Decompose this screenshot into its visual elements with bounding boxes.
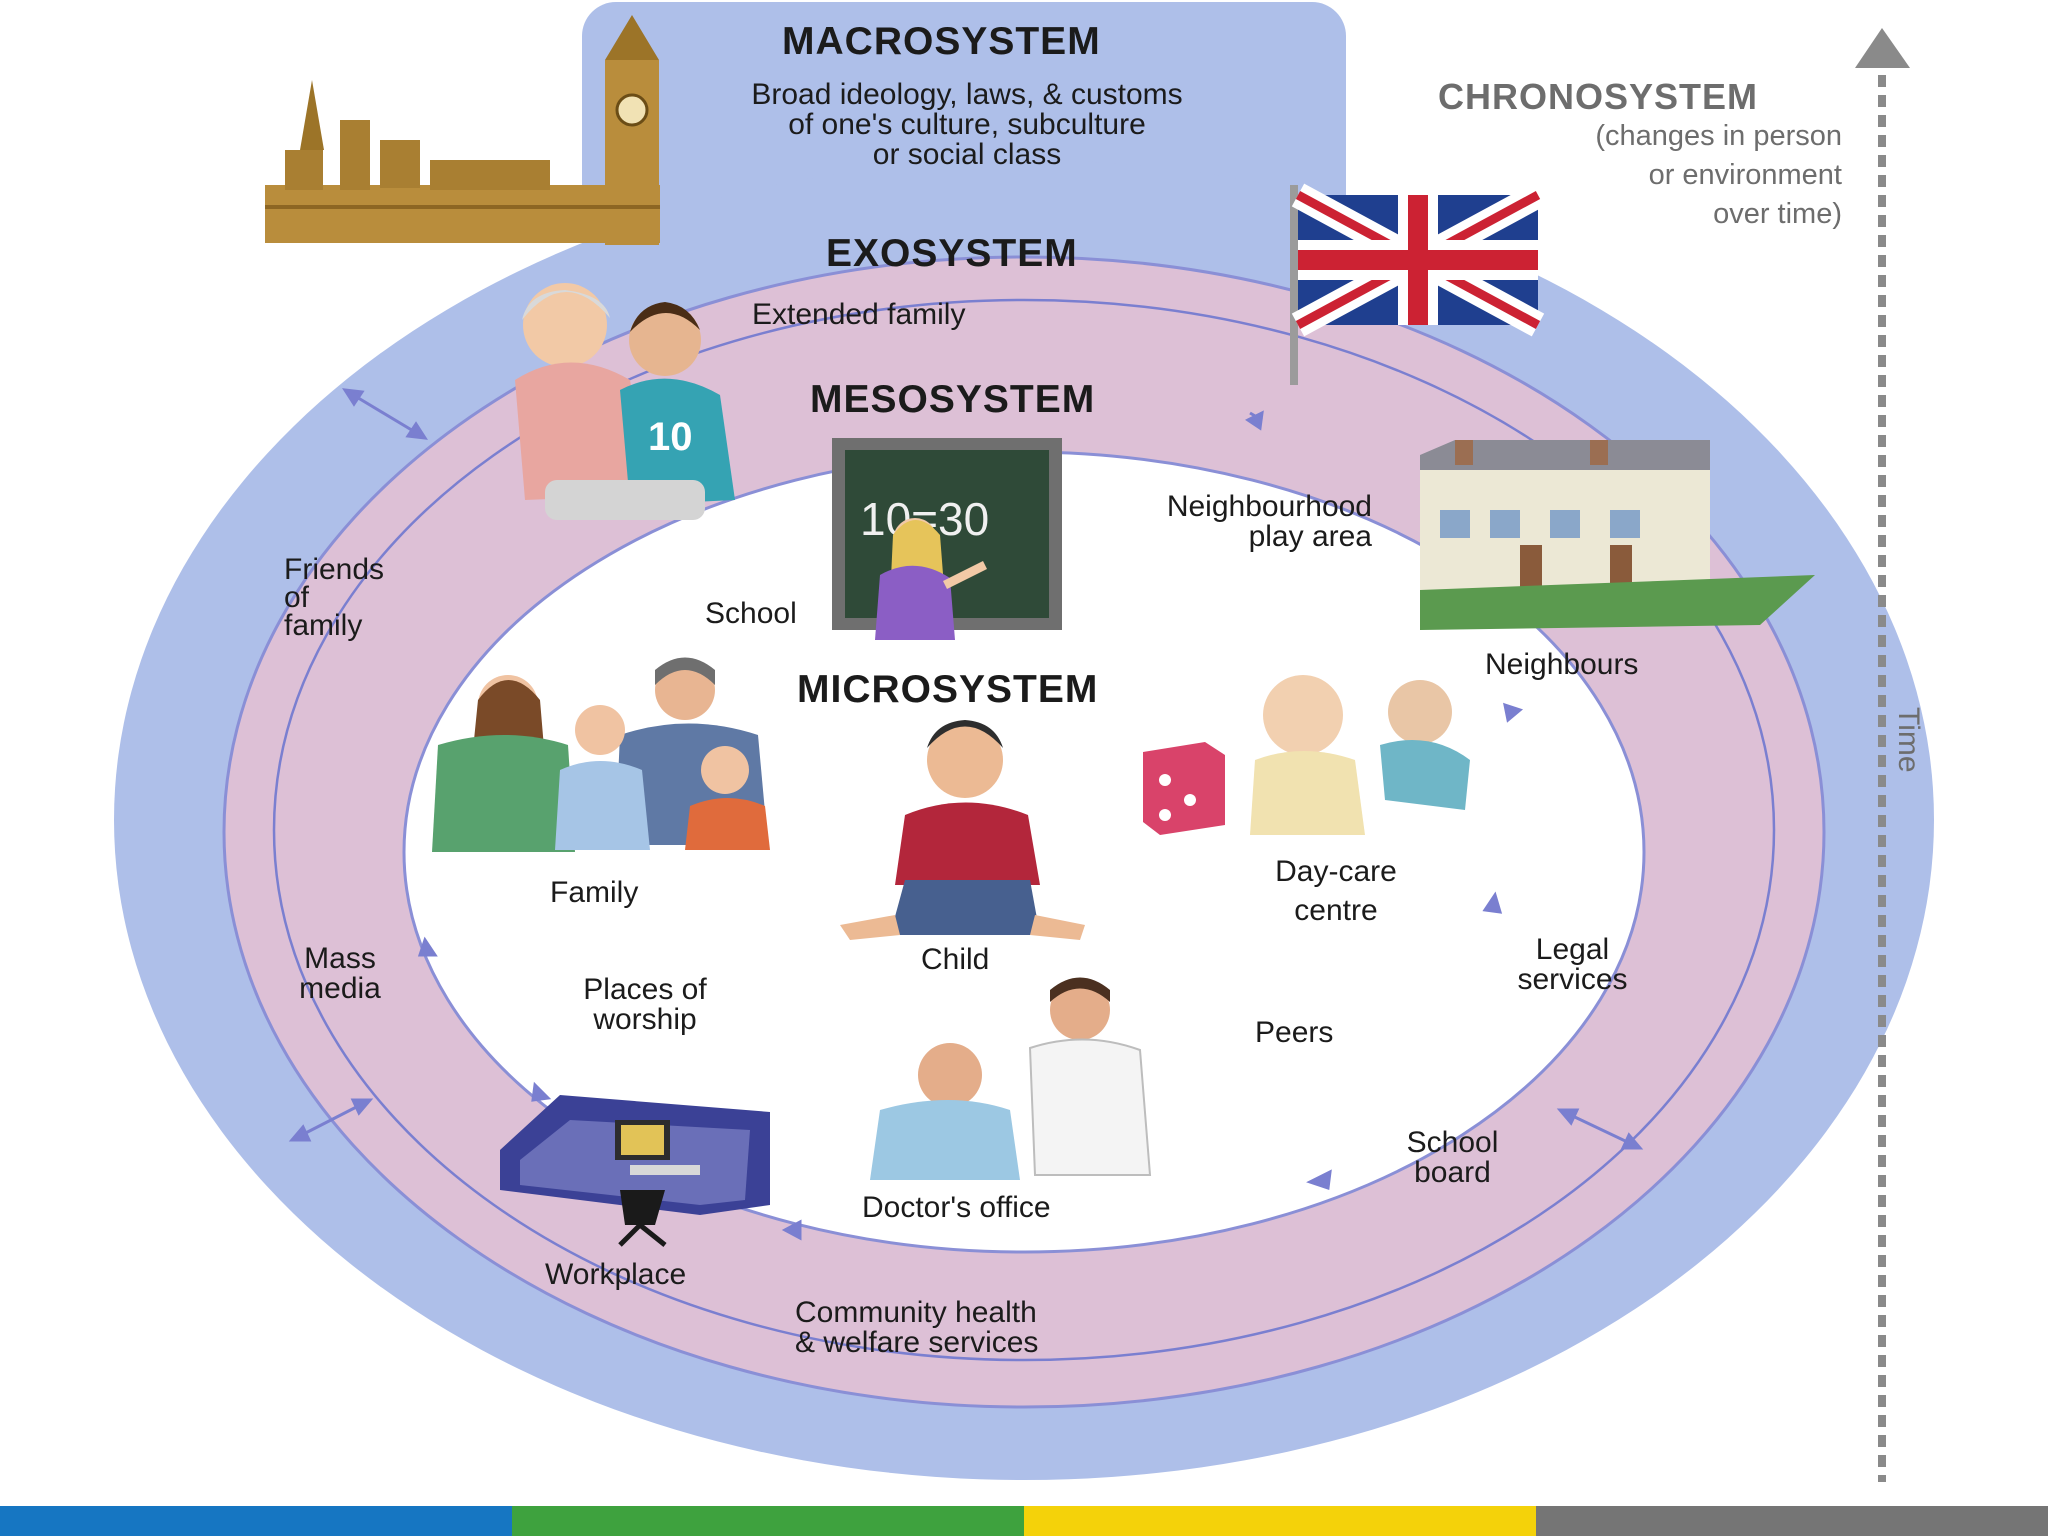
mesosystem-title: MESOSYSTEM xyxy=(810,378,1095,422)
svg-text:10: 10 xyxy=(648,415,693,459)
workplace-label: Workplace xyxy=(545,1260,686,1290)
extended-family-label: Extended family xyxy=(752,300,965,330)
community-health-label: Community health & welfare services xyxy=(795,1298,1155,1358)
girl-at-chalkboard-icon: 10=30 xyxy=(832,438,1062,640)
microsystem-title: MICROSYSTEM xyxy=(797,668,1098,712)
peers-label: Peers xyxy=(1255,1018,1333,1048)
neighbourhood-play-area-label: Neighbourhood play area xyxy=(1072,492,1372,552)
legal-services-label: Legal services xyxy=(1485,935,1660,995)
time-axis-arrowhead xyxy=(1855,28,1910,68)
day-care-centre-label: Day-care centre xyxy=(1226,852,1446,930)
family-label: Family xyxy=(550,878,638,908)
footer-bar-yellow xyxy=(1024,1506,1536,1536)
footer-bar-blue xyxy=(0,1506,512,1536)
places-of-worship-label: Places of worship xyxy=(520,975,770,1035)
doctors-office-label: Doctor's office xyxy=(862,1193,1051,1223)
chronosystem-title: CHRONOSYSTEM xyxy=(1438,76,1758,118)
macrosystem-description: Broad ideology, laws, & customs of one's… xyxy=(672,80,1262,170)
school-board-label: School board xyxy=(1360,1128,1545,1188)
mass-media-label: Mass media xyxy=(280,944,400,1004)
chronosystem-description: (changes in person or environment over t… xyxy=(1442,117,1842,234)
neighbours-label: Neighbours xyxy=(1485,650,1638,680)
child-label: Child xyxy=(921,945,989,975)
friends-of-family-label: Friends of family xyxy=(284,556,484,640)
school-label: School xyxy=(705,599,797,629)
macrosystem-title: MACROSYSTEM xyxy=(782,20,1101,64)
time-axis-label: Time xyxy=(1891,707,1925,773)
footer-bar-green xyxy=(512,1506,1024,1536)
exosystem-title: EXOSYSTEM xyxy=(826,232,1078,276)
footer-bar-gray xyxy=(1536,1506,2048,1536)
